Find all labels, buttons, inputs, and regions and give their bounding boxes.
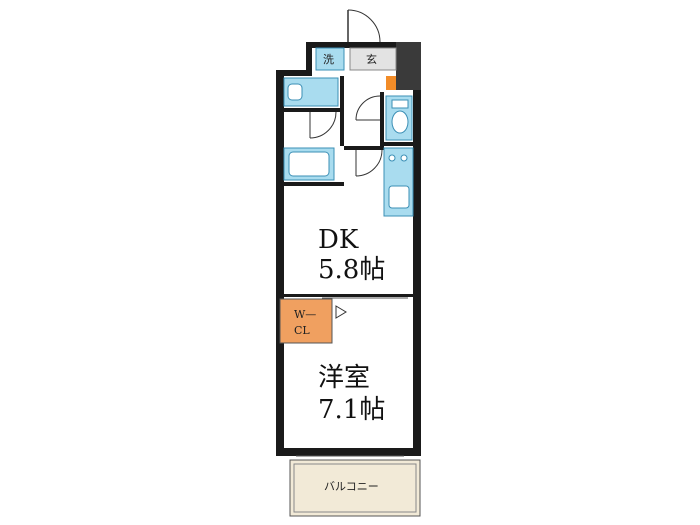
entrance-door <box>347 9 381 43</box>
entrance-label: 玄 <box>366 52 377 66</box>
kitchen-counter <box>383 147 414 217</box>
shaft-accent <box>386 76 396 90</box>
washer-space <box>315 47 345 71</box>
entrance-area <box>349 47 397 71</box>
balcony <box>289 459 421 517</box>
western-room-name: 洋室 <box>318 363 370 393</box>
hall-door <box>355 149 383 177</box>
toilet <box>385 95 413 141</box>
bathtub <box>283 147 335 181</box>
western-room-size: 7.1帖 <box>318 395 385 425</box>
wcl-label-line1: W— <box>294 308 316 321</box>
balcony-label: バルコニー <box>324 480 379 493</box>
dk-room-size: 5.8帖 <box>318 255 385 285</box>
toilet-door <box>355 95 381 121</box>
partition-walls <box>280 76 416 297</box>
washer-label: 洗 <box>323 53 334 66</box>
bath-door <box>309 111 337 139</box>
washbasin <box>283 77 339 107</box>
wcl-label-line2: CL <box>294 324 310 337</box>
pipe-shaft <box>396 42 421 90</box>
outer-walls <box>276 42 421 456</box>
walk-in-closet <box>279 298 347 344</box>
dk-room-name: DK <box>318 225 359 255</box>
